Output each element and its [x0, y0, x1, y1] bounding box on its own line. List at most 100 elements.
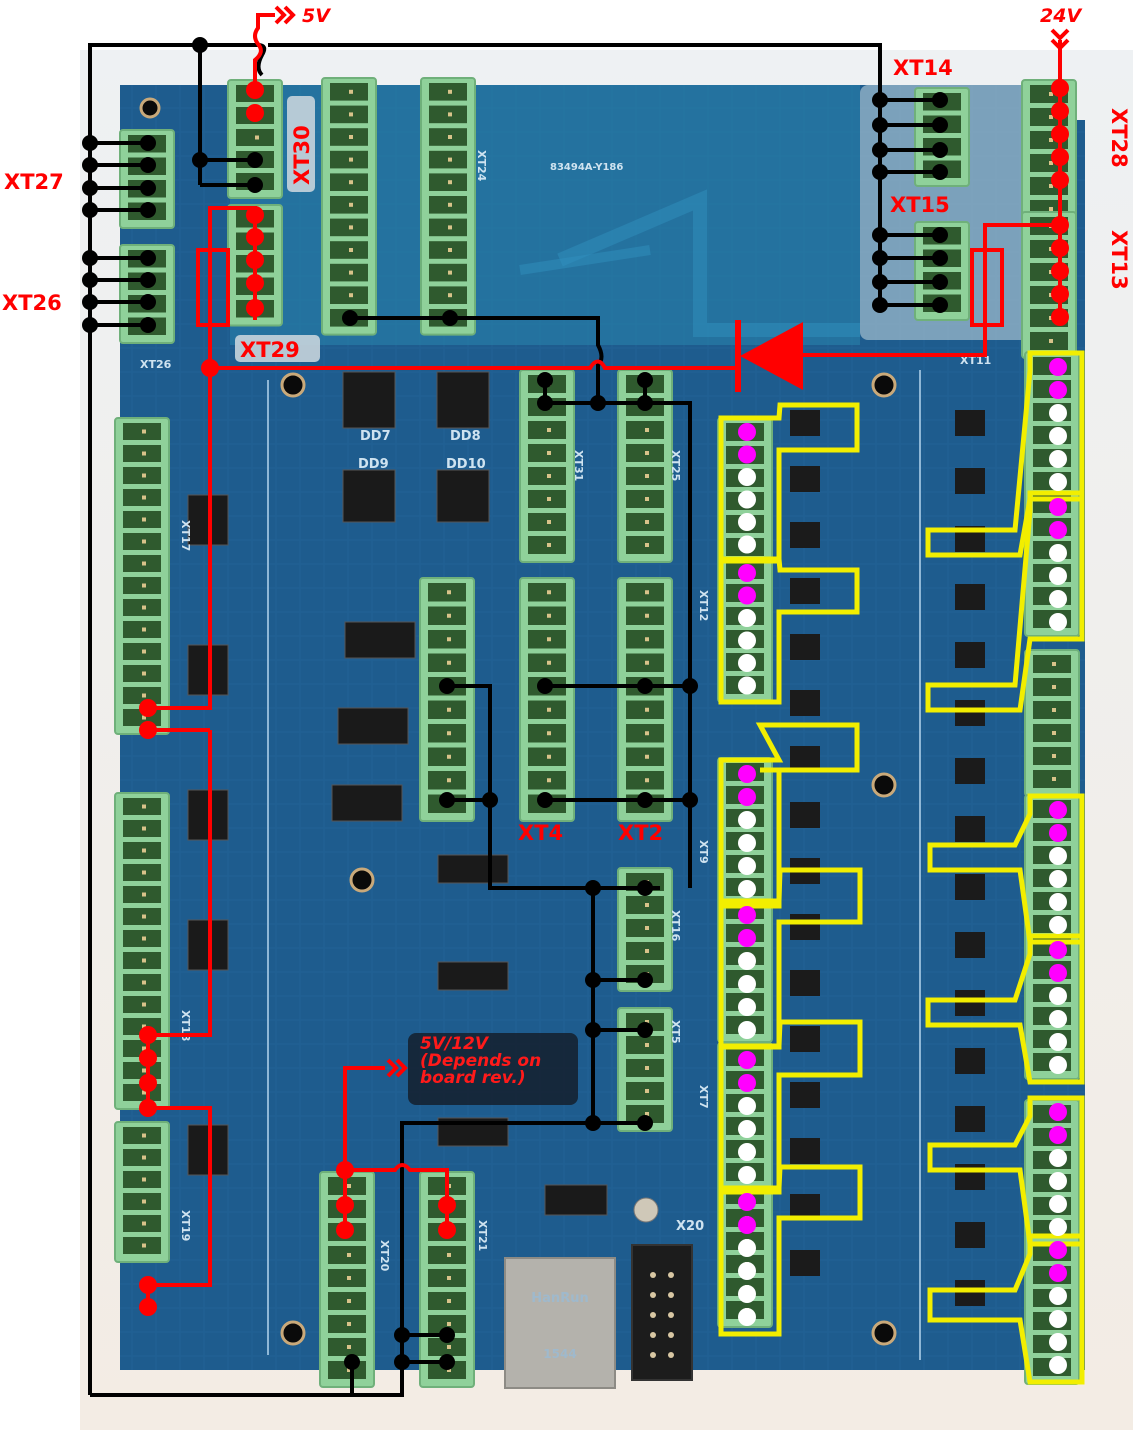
power-junction: [139, 1099, 157, 1117]
optocoupler: [955, 1222, 985, 1248]
terminal-pin: [1052, 708, 1056, 712]
xt26-label: XT26: [2, 291, 62, 315]
white-pin-marker: [738, 609, 756, 627]
ic-chip: [342, 371, 396, 429]
terminal-pin: [347, 1276, 351, 1280]
terminal-pin: [142, 892, 146, 897]
power-junction: [438, 1221, 456, 1239]
terminal-pin: [142, 980, 146, 985]
terminal-pin: [1049, 339, 1053, 343]
white-pin-marker: [738, 1097, 756, 1115]
ground-junction: [140, 294, 156, 310]
magenta-pin-marker: [738, 929, 756, 947]
ground-junction: [637, 395, 653, 411]
xt15-label: XT15: [890, 193, 950, 217]
magenta-pin-marker: [738, 586, 756, 605]
yellow-highlight-outlines: [718, 350, 1085, 1385]
5v-label: 5V: [302, 5, 331, 27]
connector-labels: 5V 24V XT27 XT26 XT30 XT29 XT14 XT15 XT2…: [2, 5, 1131, 845]
terminal-pin: [142, 693, 146, 698]
terminal-pin: [347, 1299, 351, 1303]
terminal-pin: [142, 561, 146, 566]
power-junction: [336, 1161, 354, 1179]
optocoupler: [790, 634, 820, 660]
ground-junction: [585, 880, 601, 896]
magenta-pin-marker: [738, 906, 756, 924]
ground-junction: [932, 227, 948, 243]
optocoupler: [955, 990, 985, 1016]
xt25-silk: XT25: [669, 450, 682, 481]
idc-pin: [650, 1352, 656, 1358]
terminal-pin: [645, 1020, 649, 1024]
capacitor: [633, 1197, 659, 1223]
magenta-pin-marker: [1049, 1103, 1067, 1121]
xt31-silk: XT31: [572, 450, 585, 481]
terminal-pin: [347, 1184, 351, 1188]
ground-junction: [932, 164, 948, 180]
ground-junction: [247, 152, 263, 168]
power-junction: [1051, 125, 1069, 143]
white-pin-marker: [738, 1166, 756, 1184]
terminal-pin: [447, 1322, 451, 1326]
terminal-pin: [349, 293, 353, 298]
highlight-outline: [927, 1095, 1085, 1247]
terminal-pin: [547, 660, 551, 665]
white-pin-marker: [1049, 473, 1067, 491]
power-junction: [139, 1298, 157, 1316]
white-pin-marker: [738, 1143, 756, 1161]
jack-code: 1544: [543, 1347, 576, 1361]
magenta-pin-marker: [1049, 1241, 1067, 1259]
terminal-pin: [447, 754, 451, 759]
idc-pin: [650, 1272, 656, 1278]
ground-junction: [872, 297, 888, 313]
idc-pin: [668, 1332, 674, 1338]
terminal-pin: [547, 451, 551, 455]
dd10-label: DD10: [446, 457, 486, 472]
terminal-pin: [142, 605, 146, 610]
terminal-pin: [448, 180, 452, 185]
power-junction: [246, 206, 264, 224]
magenta-pin-marker: [738, 1074, 756, 1092]
24v-arrow-icon: [1050, 28, 1070, 51]
power-junction: [139, 1026, 157, 1044]
white-pin-marker: [1049, 567, 1067, 585]
xt11-silk: XT11: [960, 354, 991, 367]
optocoupler: [955, 1106, 985, 1132]
white-pin-marker: [1049, 1056, 1067, 1074]
ground-junction: [872, 117, 888, 133]
optocoupler: [790, 522, 820, 548]
ground-junction: [342, 310, 358, 326]
terminal-pin: [349, 270, 353, 275]
power-junction: [336, 1196, 354, 1214]
ground-junction: [482, 792, 498, 808]
white-pin-marker: [738, 857, 756, 875]
optocoupler: [955, 584, 985, 610]
terminal-pin: [142, 826, 146, 831]
idc-header-x20: X20: [631, 1197, 704, 1381]
terminal-pin: [347, 1322, 351, 1326]
optocoupler: [790, 1250, 820, 1276]
optocoupler: [955, 1048, 985, 1074]
optocoupler: [790, 466, 820, 492]
ic-chip: [437, 854, 509, 884]
magenta-pin-marker: [1049, 824, 1067, 842]
xt30-label: XT30: [290, 125, 314, 185]
terminal-pin: [645, 707, 649, 712]
terminal-pin: [142, 517, 146, 522]
white-pin-marker: [738, 676, 756, 695]
ground-junction: [537, 395, 553, 411]
terminal-pin: [142, 914, 146, 919]
terminal-pin: [1049, 270, 1053, 274]
power-junction: [139, 721, 157, 739]
terminal-pin: [1049, 247, 1053, 251]
ground-junction: [442, 310, 458, 326]
ground-junction: [82, 135, 98, 151]
power-junction: [1051, 239, 1069, 257]
voltage-note-5v-12v: 5V/12V (Depends on board rev.): [420, 1034, 542, 1088]
terminal-pin: [142, 715, 146, 720]
ground-junction: [872, 164, 888, 180]
xt29-label: XT29: [240, 338, 300, 362]
xt5-silk: XT5: [669, 1020, 682, 1044]
ground-junction: [637, 792, 653, 808]
xt4-label: XT4: [518, 821, 563, 845]
